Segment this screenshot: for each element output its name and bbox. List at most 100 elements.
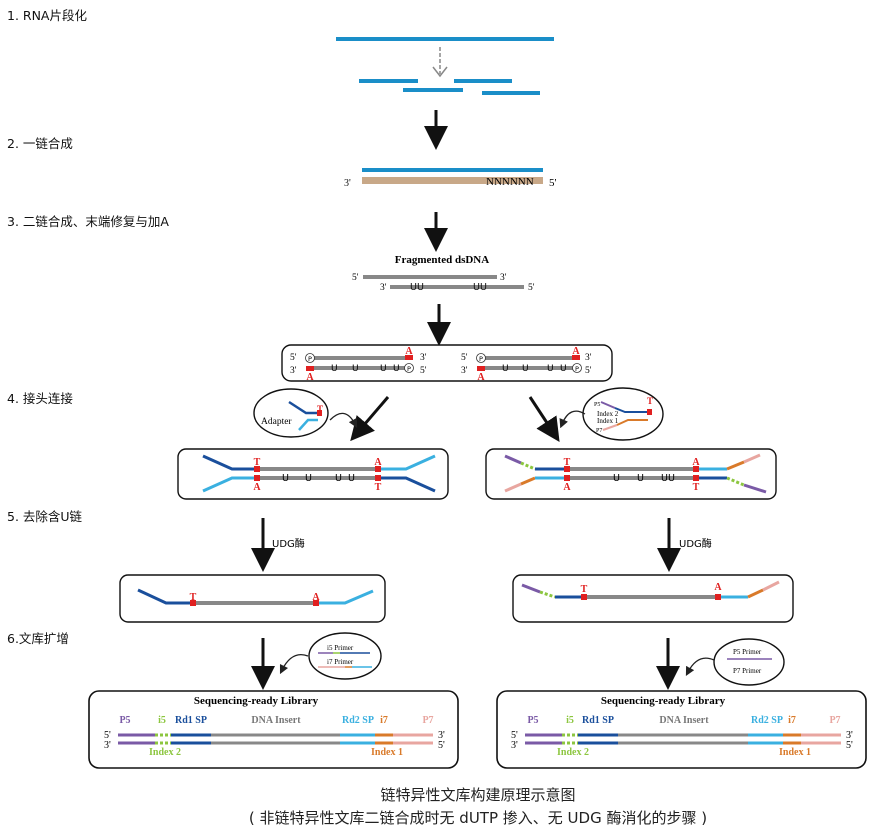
adapter-label: Adapter [261,417,292,427]
uracil-label: U [473,282,480,293]
end-label-3: 3' [344,178,351,189]
i7-primer-label: i7 Primer [327,658,354,666]
first-strand-synthesis: 3' 5' NNNNNN [344,168,557,189]
step-3-label: 3. 二链合成、末端修复与加A [7,214,169,229]
dna-insert-label: DNA Insert [251,715,301,726]
t-label: T [581,584,588,595]
a-tail-label: A [405,346,413,357]
uracil-label: U [480,282,487,293]
uracil-label: U [613,473,620,484]
end-label-3: 3' [846,730,853,741]
t-label: T [564,457,571,468]
fragmented-dsdna-title: Fragmented dsDNA [395,254,489,266]
uracil-label: U [282,473,289,484]
rd1-sp-label: Rd1 SP [175,715,207,726]
phosphate-icon [572,363,582,373]
ligated-product-right: T A A T U U U U [485,448,777,500]
end-label-3: 3' [438,730,445,741]
uracil-label: U [668,473,675,484]
flow-arrow-left [350,396,390,442]
a-overhang [306,366,314,371]
step-2-label: 2. 一链合成 [7,136,73,151]
fragmentation-arrowhead [432,66,448,78]
udg-label-left: UDG酶 [272,537,305,550]
step-5-label: 5. 去除含U链 [7,509,83,524]
uracil-label: U [417,282,424,293]
uracil-label: U [522,364,529,374]
index2-label: Index 2 [597,410,619,418]
index2-label: Index 2 [149,747,181,758]
end-label-3: 3' [511,740,518,751]
phosphate-icon [476,353,486,363]
step-4-label: 4. 接头连接 [7,391,73,406]
a-label: A [374,457,382,468]
library-title: Sequencing-ready Library [601,695,726,707]
dna-insert-label: DNA Insert [659,715,709,726]
uracil-label: U [502,364,509,374]
end-label-3: 3' [290,366,297,376]
end-label-5: 5' [846,740,853,751]
end-label-3: 3' [585,353,592,363]
end-label-5: 5' [461,353,468,363]
a-label: A [563,482,571,493]
uracil-label: U [547,364,554,374]
uracil-label: U [637,473,644,484]
end-label-3: 3' [420,353,427,363]
uracil-label: U [393,364,400,374]
end-label-5: 5' [104,730,111,741]
phosphate-icon [305,353,315,363]
end-label-5: 5' [352,273,359,283]
library-title: Sequencing-ready Library [194,695,319,707]
index1-label: Index 1 [779,747,811,758]
a-label: A [312,592,320,603]
a-overhang [572,355,580,360]
p5-label: P5 [527,715,538,726]
a-tail-label: A [306,372,314,383]
i5-label: i5 [158,715,166,726]
udg-label-right: UDG酶 [679,537,712,550]
end-label-5: 5' [438,740,445,751]
t-label: T [693,482,700,493]
library-box-left: Sequencing-ready Library P5 i5 Rd1 SP DN… [88,690,459,769]
phosphate-label: P [479,355,483,363]
t-label: T [190,592,197,603]
end-label-3: 3' [461,366,468,376]
random-primer-label: NNNNNN [486,176,534,188]
flow-arrow-right [528,396,560,443]
phosphate-label: P [407,365,411,373]
p5-p7-primer-bubble: P5 Primer P7 Primer [685,638,785,686]
i7-label: i7 [788,715,796,726]
t-label: T [254,457,261,468]
phosphate-icon [404,363,414,373]
end-label-5: 5' [420,366,427,376]
end-label-5: 5' [585,366,592,376]
a-label: A [253,482,261,493]
caption-title: 链特异性文库构建原理示意图 [380,786,575,804]
a-overhang [405,355,413,360]
uracil-label: U [410,282,417,293]
end-label-3: 3' [500,273,507,283]
uracil-label: U [331,364,338,374]
index1-label: Index 1 [371,747,403,758]
i5-i7-primer-bubble: i5 Primer i7 Primer [279,632,382,680]
rna-fragmentation [336,37,554,95]
p7-small-label: P7 [596,428,602,434]
end-label-5: 5' [549,177,557,189]
p5-primer-label: P5 Primer [733,648,762,656]
end-label-5: 5' [511,730,518,741]
a-tail-label: A [572,346,580,357]
ligated-product-left: T A A T U U U U [177,448,449,500]
p7-primer-label: P7 Primer [733,667,762,675]
adapter-bubble-left: Adapter T [253,388,358,438]
uracil-label: U [352,364,359,374]
uracil-label: U [305,473,312,484]
p5-label: P5 [119,715,130,726]
cdna-strand [362,177,543,184]
a-label: A [714,582,722,593]
uracil-label: U [348,473,355,484]
p5-small-label: P5 [594,402,600,408]
rd2-sp-label: Rd2 SP [342,715,374,726]
uracil-label: U [335,473,342,484]
single-strand-left: T A [119,574,386,623]
